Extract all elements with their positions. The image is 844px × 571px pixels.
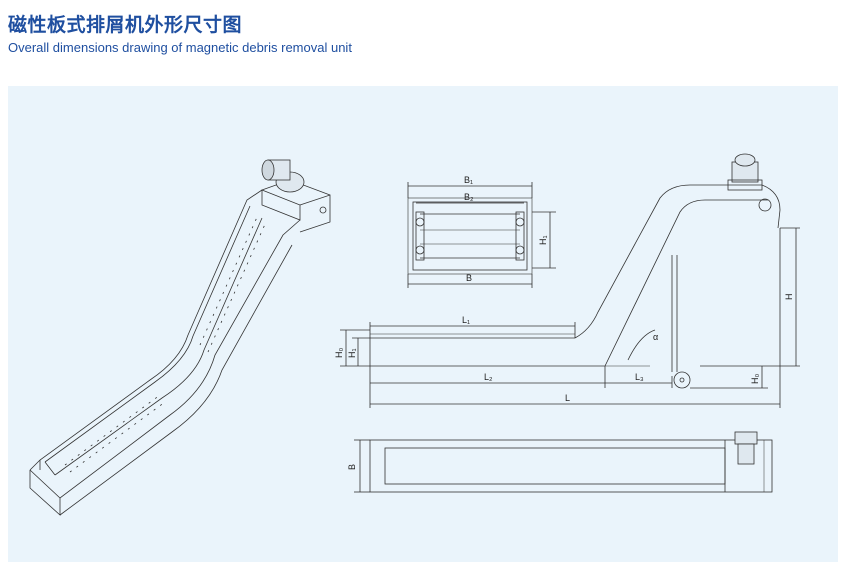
dimension-labels: B₁ B₂ B H₁ L₁ L₂ L₃ L H H₀ H₁ H₀ α B — [334, 175, 794, 470]
page-title-en: Overall dimensions drawing of magnetic d… — [8, 40, 352, 55]
label-h: H — [784, 294, 794, 301]
label-l1: L₁ — [462, 315, 470, 325]
label-alpha: α — [653, 332, 658, 342]
page-title-cn: 磁性板式排屑机外形尺寸图 — [8, 14, 243, 36]
label-h0-right: H₀ — [750, 374, 760, 384]
label-h1-top: H₁ — [538, 235, 548, 245]
drawing-panel — [8, 86, 838, 562]
side-elevation-view — [340, 153, 800, 408]
plan-view — [354, 431, 773, 493]
label-l2: L₂ — [484, 372, 493, 382]
label-l: L — [565, 393, 570, 403]
label-b1: B₁ — [464, 175, 473, 185]
perspective-conveyor — [29, 159, 331, 516]
label-b-top: B — [466, 273, 472, 283]
label-l3: L₃ — [635, 372, 644, 382]
cross-section-view — [407, 182, 556, 288]
label-b-bottom: B — [347, 464, 357, 470]
label-b2: B₂ — [464, 192, 474, 202]
label-h1-left: H₁ — [347, 348, 357, 358]
label-h0-left: H₀ — [334, 348, 344, 358]
